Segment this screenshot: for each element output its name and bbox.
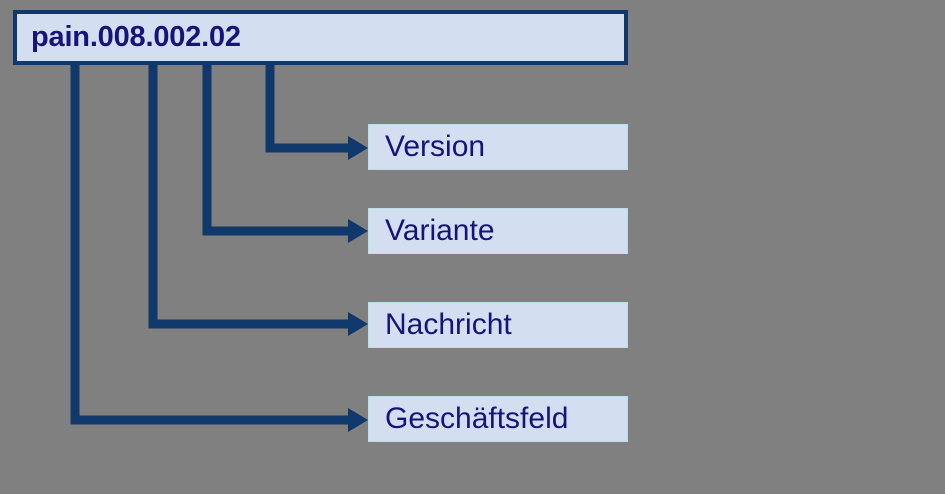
root-node-box: pain.008.002.02 — [13, 10, 628, 65]
leaf-node-nachricht: Nachricht — [368, 302, 628, 348]
arrow-head-version — [348, 136, 368, 160]
root-node-label: pain.008.002.02 — [31, 21, 241, 53]
leaf-node-label-geschaeftsfeld: Geschäftsfeld — [385, 402, 569, 435]
arrow-head-geschaeftsfeld — [348, 408, 368, 432]
leaf-node-version: Version — [368, 124, 628, 170]
leaf-node-label-version: Version — [385, 130, 486, 163]
leaf-node-variante: Variante — [368, 208, 628, 254]
connector-variante — [202, 62, 368, 243]
leaf-node-geschaeftsfeld: Geschäftsfeld — [368, 396, 628, 442]
connector-version — [265, 62, 368, 160]
arrow-head-nachricht — [348, 312, 368, 336]
arrow-head-variante — [348, 219, 368, 243]
connector-nachricht — [148, 62, 368, 336]
connector-geschaeftsfeld — [70, 62, 368, 432]
leaf-node-label-variante: Variante — [385, 214, 495, 247]
leaf-node-label-nachricht: Nachricht — [385, 308, 512, 341]
